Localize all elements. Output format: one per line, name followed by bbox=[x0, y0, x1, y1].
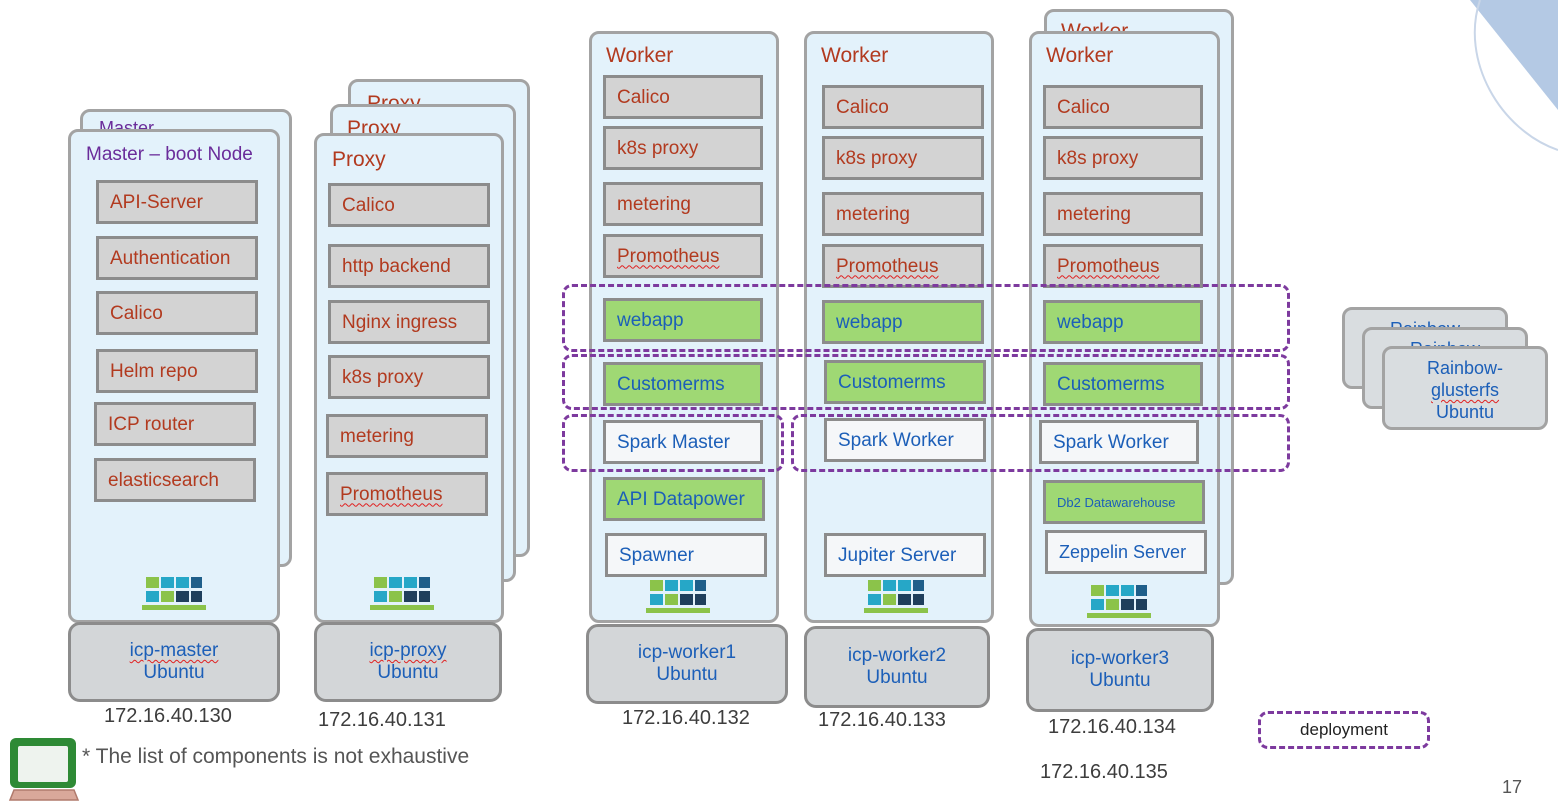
rainbow-os: Ubuntu bbox=[1435, 402, 1495, 422]
node-name: icp-worker3 bbox=[1070, 648, 1170, 669]
worker3-component: Spark Worker bbox=[1039, 420, 1199, 464]
master-component: Helm repo bbox=[96, 349, 258, 393]
master-component: Calico bbox=[96, 291, 258, 335]
worker2-node: icp-worker2 Ubuntu bbox=[804, 626, 990, 708]
node-os: Ubuntu bbox=[377, 662, 439, 683]
proxy-component: Promotheus bbox=[326, 472, 488, 516]
node-os: Ubuntu bbox=[866, 667, 928, 688]
node-name: icp-master bbox=[129, 640, 219, 661]
worker1-component: Spawner bbox=[605, 533, 767, 577]
worker2-component: metering bbox=[822, 192, 984, 236]
container-stack-icon bbox=[864, 578, 928, 620]
corner-decoration bbox=[1470, 0, 1558, 151]
worker3-component: Promotheus bbox=[1043, 244, 1203, 288]
node-os: Ubuntu bbox=[143, 662, 205, 683]
master-component: elasticsearch bbox=[94, 458, 256, 502]
worker3-ip: 172.16.40.134 bbox=[1048, 716, 1176, 738]
deployment-boundary-customerms bbox=[562, 354, 1290, 410]
worker1-component: Spark Master bbox=[603, 420, 763, 464]
component-label: API Datapower bbox=[617, 488, 745, 510]
rainbow-label-line1: Rainbow- bbox=[1426, 358, 1504, 378]
worker2-component: Customerms bbox=[824, 360, 986, 404]
node-os: Ubuntu bbox=[656, 664, 718, 685]
proxy-component: metering bbox=[326, 414, 488, 458]
container-stack-icon bbox=[646, 578, 710, 620]
container-stack-icon bbox=[1087, 583, 1151, 625]
worker1-node: icp-worker1 Ubuntu bbox=[586, 624, 788, 704]
worker3-component: Zeppelin Server bbox=[1045, 530, 1207, 574]
worker2-title: Worker bbox=[821, 44, 889, 67]
worker2-component: Calico bbox=[822, 85, 984, 129]
laptop-icon bbox=[8, 738, 80, 801]
proxy-component: k8s proxy bbox=[328, 355, 490, 399]
component-label: Promotheus bbox=[836, 255, 939, 277]
node-os: Ubuntu bbox=[1089, 670, 1151, 691]
component-label: Db2 Datawarehouse bbox=[1057, 494, 1176, 510]
worker1-component: metering bbox=[603, 182, 763, 226]
worker3-component: metering bbox=[1043, 192, 1203, 236]
master-component: ICP router bbox=[94, 402, 256, 446]
component-label: Promotheus bbox=[617, 245, 720, 267]
node-name: icp-worker1 bbox=[637, 642, 737, 663]
worker3-component: k8s proxy bbox=[1043, 136, 1203, 180]
master-title: Master – boot Node bbox=[86, 144, 253, 165]
legend-deployment-label: deployment bbox=[1300, 720, 1388, 739]
worker3-component: webapp bbox=[1043, 300, 1203, 344]
container-stack-icon bbox=[370, 575, 434, 617]
worker1-title: Worker bbox=[606, 44, 674, 67]
deployment-boundary-spark-worker bbox=[791, 414, 1290, 472]
component-label: Promotheus bbox=[1057, 255, 1160, 277]
worker2-component: Promotheus bbox=[822, 244, 984, 288]
worker3-extra-ip: 172.16.40.135 bbox=[1040, 761, 1168, 783]
proxy-component: Nginx ingress bbox=[328, 300, 490, 344]
legend-deployment: deployment bbox=[1258, 711, 1430, 749]
master-component: Authentication bbox=[96, 236, 258, 280]
node-name: icp-proxy bbox=[369, 640, 447, 661]
proxy-ip: 172.16.40.131 bbox=[318, 709, 446, 731]
worker2-component: Spark Worker bbox=[824, 418, 986, 462]
worker1-component: Promotheus bbox=[603, 234, 763, 278]
master-node: icp-master Ubuntu bbox=[68, 622, 280, 702]
worker1-component: Customerms bbox=[603, 362, 763, 406]
proxy-title: Proxy bbox=[332, 148, 386, 171]
worker1-component: Calico bbox=[603, 75, 763, 119]
container-stack-icon bbox=[142, 575, 206, 617]
master-ip: 172.16.40.130 bbox=[104, 705, 232, 727]
worker2-component: k8s proxy bbox=[822, 136, 984, 180]
worker2-ip: 172.16.40.133 bbox=[818, 709, 946, 731]
rainbow-label-line2: glusterfs bbox=[1430, 380, 1500, 400]
master-component: API-Server bbox=[96, 180, 258, 224]
rainbow-node: Rainbow- glusterfs Ubuntu bbox=[1382, 346, 1548, 430]
worker3-component: Customerms bbox=[1043, 362, 1203, 406]
component-label: Promotheus bbox=[340, 483, 443, 505]
worker3-title: Worker bbox=[1046, 44, 1114, 67]
deployment-boundary-webapp bbox=[562, 284, 1290, 352]
worker1-component: webapp bbox=[603, 298, 763, 342]
worker1-component: k8s proxy bbox=[603, 126, 763, 170]
proxy-node: icp-proxy Ubuntu bbox=[314, 622, 502, 702]
node-name: icp-worker2 bbox=[847, 645, 947, 666]
worker1-ip: 172.16.40.132 bbox=[622, 707, 750, 729]
page-number: 17 bbox=[1502, 777, 1523, 797]
worker2-component: Jupiter Server bbox=[824, 533, 986, 577]
worker1-component: API Datapower bbox=[603, 477, 765, 521]
proxy-component: http backend bbox=[328, 244, 490, 288]
worker3-node: icp-worker3 Ubuntu bbox=[1026, 628, 1214, 712]
worker3-component: Calico bbox=[1043, 85, 1203, 129]
worker3-component: Db2 Datawarehouse bbox=[1043, 480, 1205, 524]
worker2-component: webapp bbox=[822, 300, 984, 344]
proxy-component: Calico bbox=[328, 183, 490, 227]
footnote: * The list of components is not exhausti… bbox=[82, 745, 470, 768]
deployment-boundary-spark-master bbox=[562, 414, 784, 472]
